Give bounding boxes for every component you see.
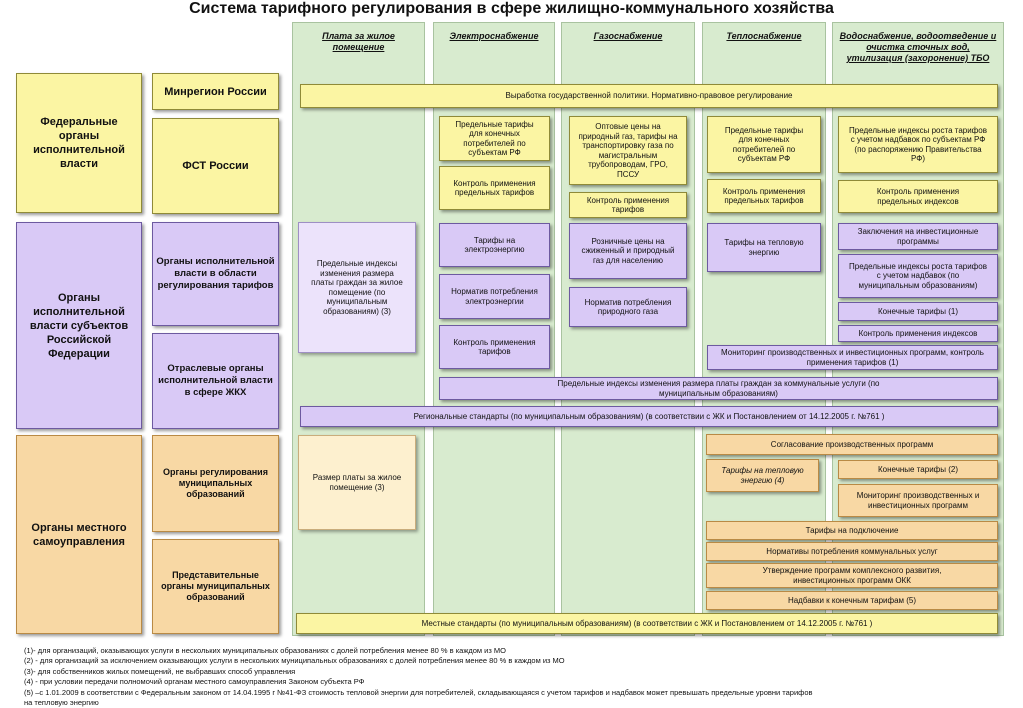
body-regional-branch: Отраслевые органы исполнительной власти …	[152, 333, 279, 429]
utility-norms-bar: Нормативы потребления коммунальных услуг	[706, 542, 998, 561]
el-final-tariffs-box: Предельные тарифы для конечных потребите…	[439, 116, 550, 161]
column-header-water: Водоснабжение, водоотведение и очистка с…	[839, 31, 997, 63]
water-control-box: Контроль применения предельных индексов	[838, 180, 998, 213]
water-index-box: Предельные индексы роста тарифов с учето…	[838, 116, 998, 173]
production-programs-bar: Согласование производственных программ	[706, 434, 998, 455]
final-tariffs-2-box: Конечные тарифы (2)	[838, 460, 998, 479]
gas-norm-box: Норматив потребления природного газа	[569, 287, 687, 327]
column-header-gas: Газоснабжение	[593, 31, 663, 41]
water-final-tariffs-box: Конечные тарифы (1)	[838, 302, 998, 321]
body-municipal-representative: Представительные органы муниципальных об…	[152, 539, 279, 634]
water-investment-box: Заключения на инвестиционные программы	[838, 223, 998, 250]
gas-control-box: Контроль применения тарифов	[569, 192, 687, 218]
footnote-5-continued: на тепловую энергию	[24, 698, 99, 707]
heat-tariffs-box: Тарифы на тепловую энергию	[707, 223, 821, 272]
heat-control-box: Контроль применения предельных тарифов	[707, 179, 821, 213]
gas-retail-box: Розничные цены на сжиженный и природный …	[569, 223, 687, 279]
level-regional: Органы исполнительной власти субъектов Р…	[16, 222, 142, 429]
el-control-box: Контроль применения предельных тарифов	[439, 166, 550, 210]
policy-bar: Выработка государственной политики. Норм…	[300, 84, 998, 108]
approval-programs-bar: Утверждение программ комплексного развит…	[706, 563, 998, 588]
monitoring-2-box: Мониторинг производственных и инвестицио…	[838, 484, 998, 517]
connection-tariffs-bar: Тарифы на подключение	[706, 521, 998, 540]
housing-index-box: Предельные индексы изменения размера пла…	[298, 222, 416, 353]
gas-wholesale-box: Оптовые цены на природный газ, тарифы на…	[569, 116, 687, 185]
heat-municipal-tariffs-box: Тарифы на тепловую энергию (4)	[706, 459, 819, 492]
column-header-heat: Теплоснабжение	[726, 31, 802, 41]
column-header-electricity: Электроснабжение	[449, 31, 539, 41]
footnote-2: (2) - для организаций за исключением ока…	[24, 656, 565, 665]
heat-final-tariffs-box: Предельные тарифы для конечных потребите…	[707, 116, 821, 173]
el-norm-box: Норматив потребления электроэнергии	[439, 274, 550, 319]
body-municipal-regulation: Органы регулирования муниципальных образ…	[152, 435, 279, 532]
monitoring-bar: Мониторинг производственных и инвестицио…	[707, 345, 998, 370]
page-title: Система тарифного регулирования в сфере …	[189, 0, 834, 17]
water-control-index-box: Контроль применения индексов	[838, 325, 998, 342]
water-index-municipal-box: Предельные индексы роста тарифов с учето…	[838, 254, 998, 298]
footnote-5: (5) –с 1.01.2009 в соответствии с Федера…	[24, 688, 813, 697]
citizens-index-bar: Предельные индексы изменения размера пла…	[439, 377, 998, 400]
surcharges-bar: Надбавки к конечным тарифам (5)	[706, 591, 998, 610]
footnote-4: (4) - при условии передачи полномочий ор…	[24, 677, 365, 686]
local-standards-bar: Местные стандарты (по муниципальным обра…	[296, 613, 998, 634]
column-gas	[561, 22, 695, 636]
footnote-1: (1)- для организаций, оказывающих услуги…	[24, 646, 506, 655]
level-federal: Федеральные органы исполнительной власти	[16, 73, 142, 213]
el-control-tariffs-box: Контроль применения тарифов	[439, 325, 550, 369]
body-fst: ФСТ России	[152, 118, 279, 214]
regional-standards-bar: Региональные стандарты (по муниципальным…	[300, 406, 998, 427]
body-regional-tariff: Органы исполнительной власти в области р…	[152, 222, 279, 326]
body-minregion: Минрегион России	[152, 73, 279, 110]
level-local: Органы местного самоуправления	[16, 435, 142, 634]
footnote-3: (3)- для собственников жилых помещений, …	[24, 667, 296, 676]
housing-fee-box: Размер платы за жилое помещение (3)	[298, 435, 416, 530]
el-tariffs-box: Тарифы на электроэнергию	[439, 223, 550, 267]
column-header-housing: Плата за жилое помещение	[322, 31, 395, 52]
